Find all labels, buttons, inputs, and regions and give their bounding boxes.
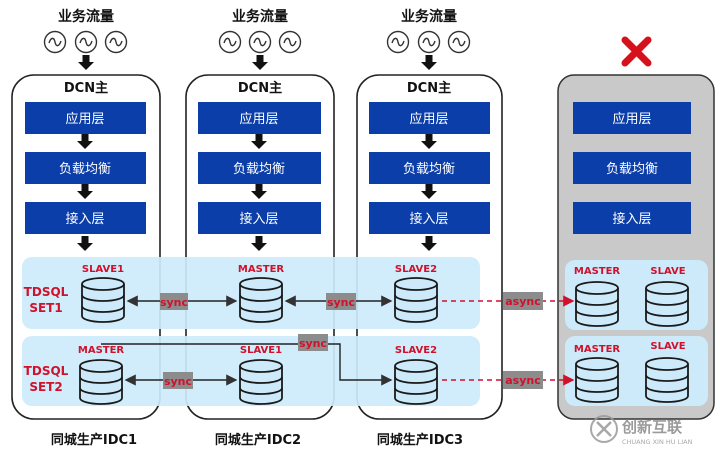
set1-idc2-role: MASTER <box>238 264 285 275</box>
app-layer-label: 应用层 <box>409 111 448 127</box>
remote-lb-layer-box <box>573 152 691 184</box>
access-layer-box <box>198 202 321 234</box>
set1-sync-badge-b <box>326 293 356 310</box>
app-layer-box <box>25 102 146 134</box>
traffic-wave-icon <box>218 30 302 54</box>
database-icon <box>645 357 689 403</box>
database-icon <box>645 281 689 327</box>
remote-set1-left-role: MASTER <box>574 266 621 277</box>
set1-sync-label-b: sync <box>327 296 355 309</box>
remote-app-layer-box <box>573 102 691 134</box>
set1-label-line1: TDSQL <box>24 285 69 299</box>
failure-x-icon <box>621 36 652 67</box>
idc1-label: 同城生产IDC1 <box>51 432 137 448</box>
remote-lb-layer-label: 负载均衡 <box>606 162 658 177</box>
down-arrow-icon <box>421 55 437 70</box>
database-icon <box>394 277 438 323</box>
database-icon <box>81 277 125 323</box>
dcn-label-idc2: DCN主 <box>238 80 282 96</box>
lb-layer-box <box>198 152 321 184</box>
idc2-label: 同城生产IDC2 <box>215 432 301 448</box>
traffic-wave-icon <box>386 30 471 54</box>
set2-sync-badge-b <box>298 334 328 351</box>
database-icon <box>239 359 283 405</box>
database-icon <box>575 357 619 403</box>
remote-set2-left-role: MASTER <box>574 344 621 355</box>
set2-label-line2: SET2 <box>29 380 62 394</box>
access-layer-label: 接入层 <box>239 211 278 227</box>
set2-async-label: async <box>505 374 541 387</box>
lb-layer-box <box>369 152 490 184</box>
down-arrow-icon <box>252 55 268 70</box>
app-layer-label: 应用层 <box>239 111 278 127</box>
watermark-sub: CHUANG XIN HU LIAN <box>622 438 693 446</box>
set2-label-line1: TDSQL <box>24 364 69 378</box>
database-icon <box>79 359 123 405</box>
down-arrow-icon <box>78 55 94 70</box>
set1-idc1-role: SLAVE1 <box>82 264 124 275</box>
watermark-name: 创新互联 <box>621 418 683 436</box>
set2-sync-line-b <box>101 343 393 386</box>
access-layer-label: 接入层 <box>409 211 448 227</box>
set1-sync-label-a: sync <box>160 296 188 309</box>
app-layer-box <box>198 102 321 134</box>
traffic-wave-icon <box>43 30 128 54</box>
traffic-label-idc1: 业务流量 <box>58 8 114 25</box>
access-layer-box <box>25 202 146 234</box>
idc3-label: 同城生产IDC3 <box>377 432 463 448</box>
dcn-label-idc1: DCN主 <box>64 80 108 96</box>
app-layer-label: 应用层 <box>65 111 104 127</box>
set1-label-line2: SET1 <box>29 301 62 315</box>
set2-sync-label-a: sync <box>164 375 192 388</box>
set2-async-badge <box>503 371 543 389</box>
set2-sync-badge-a <box>163 372 193 389</box>
set1-async-badge <box>503 292 543 310</box>
remote-access-layer-box <box>573 202 691 234</box>
app-layer-box <box>369 102 490 134</box>
remote-set1-right-role: SLAVE <box>650 266 685 277</box>
database-icon <box>239 277 283 323</box>
set2-sync-label-b: sync <box>299 337 327 350</box>
remote-set2-right-role: SLAVE <box>650 341 685 352</box>
traffic-label-idc3: 业务流量 <box>401 8 457 25</box>
remote-access-layer-label: 接入层 <box>612 211 651 227</box>
watermark-logo: 创新互联 CHUANG XIN HU LIAN <box>590 415 693 446</box>
lb-layer-label: 负载均衡 <box>403 162 455 177</box>
lb-layer-label: 负载均衡 <box>59 162 111 177</box>
database-icon <box>575 281 619 327</box>
lb-layer-label: 负载均衡 <box>233 162 285 177</box>
lb-layer-box <box>25 152 146 184</box>
set2-idc3-role: SLAVE2 <box>395 345 437 356</box>
set1-idc3-role: SLAVE2 <box>395 264 437 275</box>
set2-idc2-role: SLAVE1 <box>240 345 282 356</box>
traffic-label-idc2: 业务流量 <box>232 8 288 25</box>
dcn-label-idc3: DCN主 <box>407 80 451 96</box>
database-icon <box>394 359 438 405</box>
set2-idc1-role: MASTER <box>78 345 125 356</box>
access-layer-label: 接入层 <box>65 211 104 227</box>
access-layer-box <box>369 202 490 234</box>
remote-app-layer-label: 应用层 <box>612 111 651 127</box>
set1-sync-badge-a <box>160 293 188 310</box>
set1-async-label: async <box>505 295 541 308</box>
